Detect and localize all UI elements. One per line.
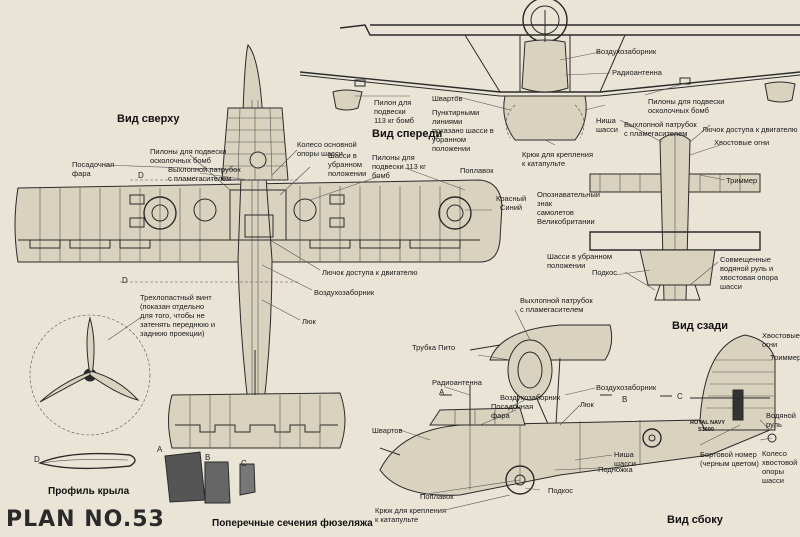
front-view-heading: Вид спереди (372, 128, 443, 140)
section-letter-d-bottom: D (122, 276, 128, 285)
label-radio-antenna-front: Радиоантенна (612, 68, 662, 77)
label-pylons-113kg-front: Пилон для подвески 113 кг бомб (374, 98, 414, 125)
fuselage-sections-caption: Поперечные сечения фюзеляжа (212, 518, 373, 529)
wing-profile-drawing (37, 452, 136, 470)
label-dotted-lines: Пунктирными линиями показано шасси в убр… (432, 108, 494, 153)
section-letter-a: A (157, 445, 163, 454)
side-letter-c: C (677, 392, 683, 401)
section-letter-b: B (205, 453, 211, 462)
label-exhaust-top: Выхлопной патрубок с пламегасителем (168, 165, 241, 183)
rear-view-heading: Вид сзади (672, 320, 729, 332)
label-landing-light: Посадочная фара (72, 160, 115, 178)
side-view-heading: Вид сбоку (667, 514, 723, 526)
label-roundel: Опознавательный знак самолетов Великобри… (537, 190, 600, 226)
label-exhaust-side: Выхлопной патрубок с пламегасителем (520, 296, 593, 314)
label-water-rudder-rear: Совмещенные водяной руль и хвостовая опо… (720, 255, 779, 291)
label-tail-lights-rear: Хвостовые огни (714, 138, 770, 147)
label-strut-side: Подкос (548, 486, 574, 495)
label-hatch-side: Люк (580, 400, 594, 409)
label-float-side: Поплавок (420, 492, 454, 501)
label-catapult-hook-side: Крюк для крепления к катапульте (375, 506, 447, 524)
label-water-rudder-side: Водяной руль (766, 411, 796, 429)
label-radio-antenna-side: Радиоантенна (432, 378, 482, 387)
top-view-drawing (14, 43, 503, 449)
label-tail-wheel: Колесо хвостовой опоры шасси (762, 449, 798, 485)
rear-view-drawing (589, 119, 761, 301)
label-trimmer-rear: Триммер (726, 176, 758, 185)
side-letter-b: B (622, 395, 628, 404)
label-tail-lights-side: Хвостовые огни (762, 331, 800, 349)
label-bomb-pylons: Пилоны для подвески осколочных бомб (150, 147, 227, 165)
label-gear-niche-front: Ниша шасси (596, 116, 618, 134)
label-air-intake-top: Воздухозаборник (314, 288, 375, 297)
propeller-drawing (29, 314, 151, 436)
plan-number: PLAN NO.53 (6, 507, 165, 532)
fuselage-marking-serial: S1600 (698, 427, 714, 433)
side-view-drawing (379, 309, 777, 511)
label-blue: Синий (500, 203, 523, 212)
label-landing-light-side: Посадочная фара (491, 402, 534, 420)
label-engine-hatch-rear: Лючок доступа к двигателю (702, 125, 798, 134)
label-pylons-113kg-top: Пилоны для подвески 113 кг бомб (372, 153, 426, 180)
label-engine-hatch-top: Лючок доступа к двигателю (322, 268, 418, 277)
label-gear-niche-side: Ниша шасси (614, 450, 636, 468)
side-letter-a: A (439, 388, 445, 397)
label-catapult-hook-front: Крюк для крепления к катапульте (522, 150, 594, 168)
label-footstep-rear: Подкос (592, 268, 618, 277)
label-air-intake-side: Воздухозаборник (596, 383, 657, 392)
label-gear-retracted-top: Шасси в убранном положении (328, 151, 367, 178)
label-bomb-pylons-front: Пилоны для подвески осколочных бомб (648, 97, 725, 115)
label-pitot: Трубка Пито (412, 343, 456, 352)
section-letter-c: C (241, 459, 247, 468)
label-serial-number: Бортовой номер (черным цветом) (700, 450, 759, 468)
label-air-intake-front-side: Воздухозаборник (500, 393, 561, 402)
section-letter-d-top: D (138, 171, 144, 180)
label-hatch-top: Люк (302, 317, 316, 326)
label-exhaust-rear: Выхлопной патрубок с пламегасителем (624, 120, 697, 138)
fuselage-marking-navy: ROYAL NAVY (690, 420, 726, 426)
front-view-drawing (299, 0, 800, 146)
fuselage-sections-drawing (164, 451, 256, 504)
label-propeller-note: Трехлопастный винт (показан отдельно для… (140, 293, 216, 338)
label-footstep-side: Подножка (598, 465, 633, 474)
section-letter-d-profile: D (34, 455, 40, 464)
label-gear-retracted-rear: Шасси в убранном положении (547, 252, 612, 270)
label-mooring-front: Швартов (432, 94, 463, 103)
label-mooring-side: Швартов (372, 426, 403, 435)
label-air-intake-front: Воздухозаборник (596, 47, 657, 56)
top-view-heading: Вид сверху (117, 113, 180, 125)
label-trimmer-side: Триммер (770, 353, 800, 362)
label-main-gear-wheel: Колесо основной опоры шасси (297, 140, 357, 158)
label-float-top: Поплавок (460, 166, 494, 175)
label-red: Красный (496, 194, 527, 203)
wing-profile-caption: Профиль крыла (48, 486, 130, 497)
